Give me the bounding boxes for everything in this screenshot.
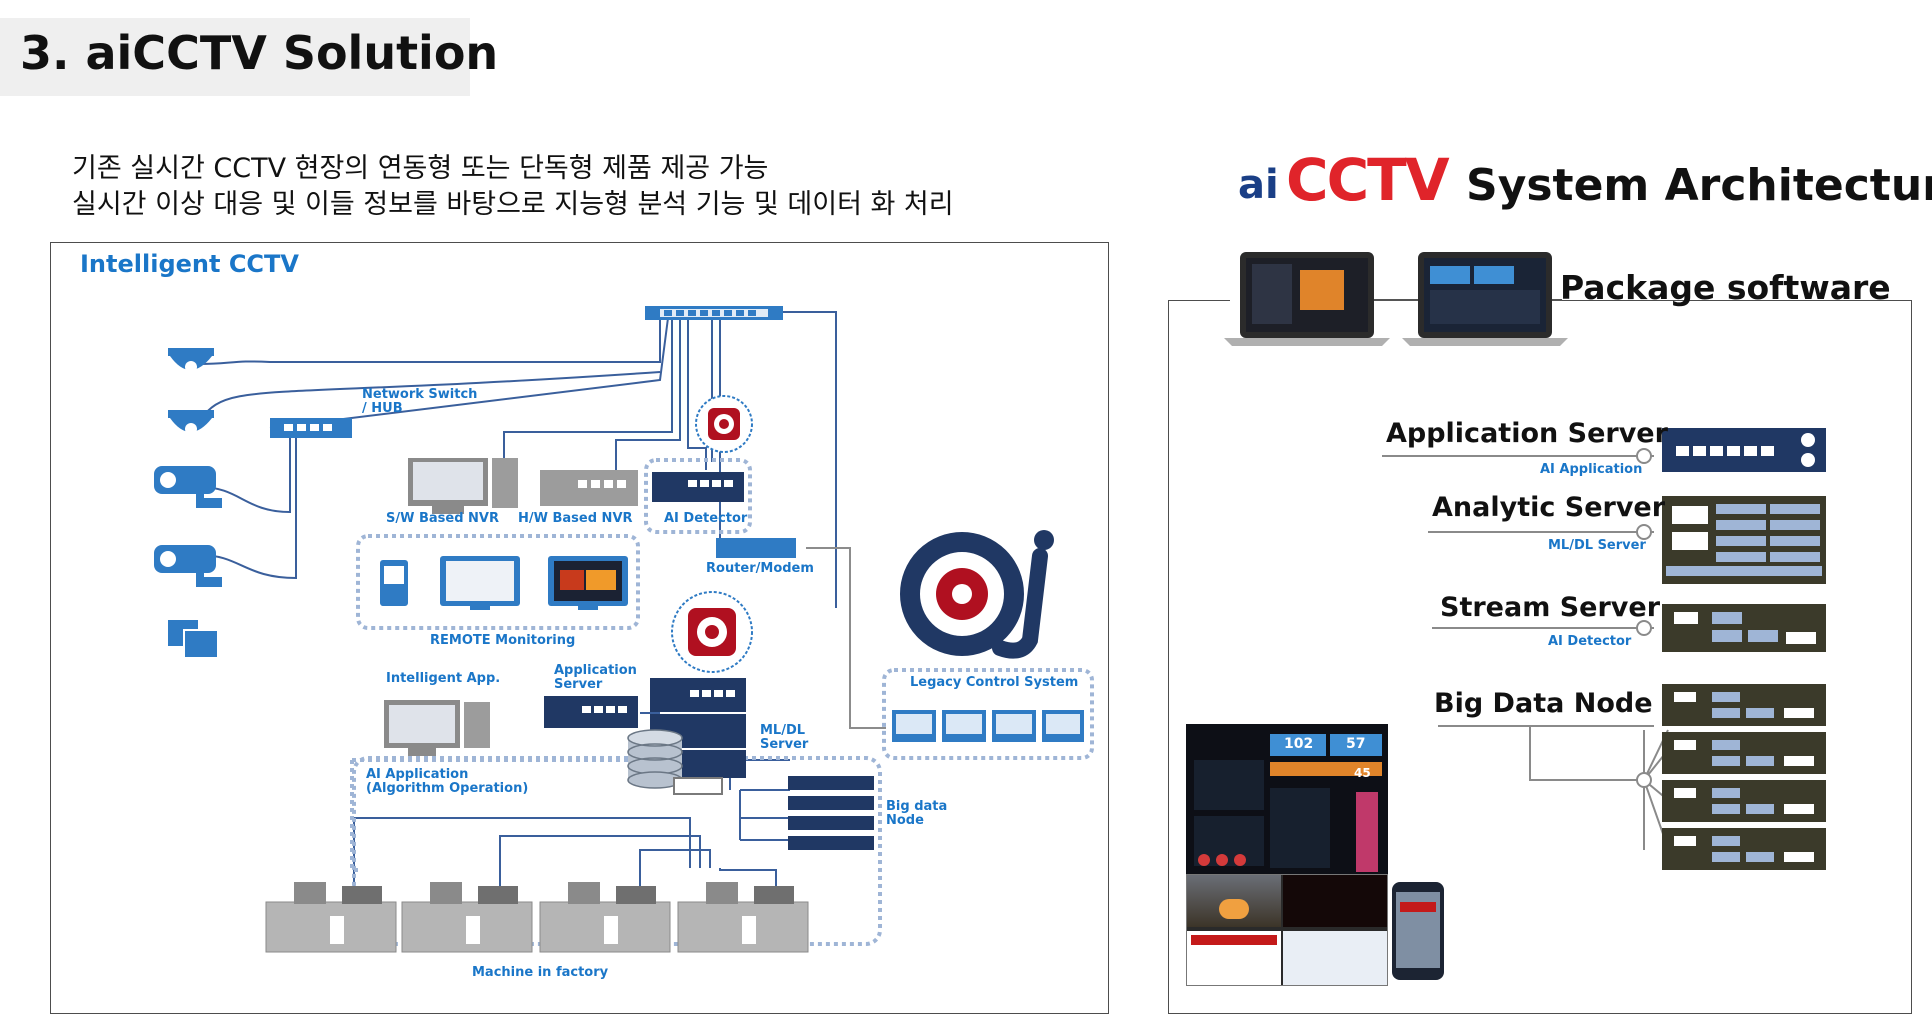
ai-detector-device [652,472,744,502]
mldl-label-1: ML/DL [760,723,806,738]
logo-ai-text: ai [1238,162,1279,208]
intelligent-app-computer [384,700,490,756]
dashboard-value-c: 45 [1354,766,1371,780]
intro-line-1: 기존 실시간 CCTV 현장의 연동형 또는 단독형 제품 제공 가능 [72,153,769,184]
stream-server-title: Stream Server [1440,592,1661,623]
router-label: Router/Modem [706,561,814,576]
dome-camera-icon [168,410,214,435]
stream-server-sub: AI Detector [1548,634,1632,649]
hub-switch [270,418,352,438]
system-architecture-diagram [1186,252,1826,878]
analytic-server-sub: ML/DL Server [1548,538,1646,553]
intelligent-cctv-diagram [154,306,1094,953]
laptop-device [1402,252,1568,346]
ai-detector-label: AI Detector [664,511,748,526]
smartphone-alert [1400,902,1436,912]
bigdata-node-stack [788,776,874,850]
dashboard-value-a: 102 [1284,736,1314,752]
remote-monitoring-label: REMOTE Monitoring [430,633,576,648]
database-icon [627,729,683,789]
hw-nvr-device [540,470,638,506]
monitor-device [548,556,628,610]
dotted-groups [350,458,1094,946]
app-server-label-2: Server [554,677,603,692]
factory-label: Machine in factory [472,965,609,980]
logo-cctv-part: CCTV [1286,146,1450,214]
ai-chip-icon [695,395,753,453]
intelligent-cctv-title: Intelligent CCTV [80,250,299,278]
application-server-title: Application Server [1386,418,1668,449]
network-switch-label-1: Network Switch [362,387,478,402]
analytic-server-title: Analytic Server [1432,492,1666,523]
phone-device [380,560,408,606]
ai-logo-icon [900,530,1054,659]
application-server-sub: AI Application [1540,462,1643,477]
tablet-device [440,556,520,610]
bullet-camera-icon [154,545,222,587]
application-server-device [544,696,638,728]
ai-application-label-2: (Algorithm Operation) [366,781,529,796]
logo-cctv-text: CCTV [1286,146,1450,214]
alert-header [1191,935,1277,945]
page-title: 3. aiCCTV Solution [20,26,499,80]
dashboard-value-b: 57 [1346,736,1366,752]
thermal-frame [1283,875,1387,927]
mldl-label-2: Server [760,737,809,752]
bigdata-node-racks [1662,684,1826,870]
main-switch [645,306,783,320]
sw-nvr-device [408,458,518,514]
ai-application-label-1: AI Application [366,767,469,782]
memory-card-icon [168,620,219,659]
legacy-control-label: Legacy Control System [910,675,1079,690]
router-device [716,538,796,558]
page-title-box [0,18,470,96]
factory-machines [265,882,809,953]
system-architecture-title: System Architecture [1466,160,1932,211]
smartphone-device [1392,882,1444,980]
bigdata-label-1: Big data [886,799,948,814]
intelligent-cctv-panel [50,242,1109,1014]
event-log-panel [1283,931,1387,985]
video-detection-screenshot [1186,874,1388,986]
laptop-device [1224,252,1390,346]
network-switch-label-2: / HUB [362,401,403,416]
bigdata-node-title: Big Data Node [1434,688,1653,719]
factory-hub-icon [673,777,723,795]
app-server-label-1: Application [554,663,637,678]
analytic-server-rack [1662,496,1826,584]
dome-camera-icon [168,348,214,373]
fire-highlight [1219,899,1249,919]
sw-nvr-label: S/W Based NVR [386,511,499,526]
bullet-camera-icon [154,466,222,508]
hw-nvr-label: H/W Based NVR [518,511,633,526]
dashboard-screenshot [1186,724,1388,878]
application-server-rack [1662,428,1826,472]
package-software-title: Package software [1560,268,1891,307]
bigdata-label-2: Node [886,813,924,828]
ai-brain-chip-icon [671,591,753,673]
stream-server-rack [1662,604,1826,652]
intro-line-2: 실시간 이상 대응 및 이들 정보를 바탕으로 지능형 분석 기능 및 데이터 … [72,189,954,220]
intelligent-app-label: Intelligent App. [386,671,501,686]
